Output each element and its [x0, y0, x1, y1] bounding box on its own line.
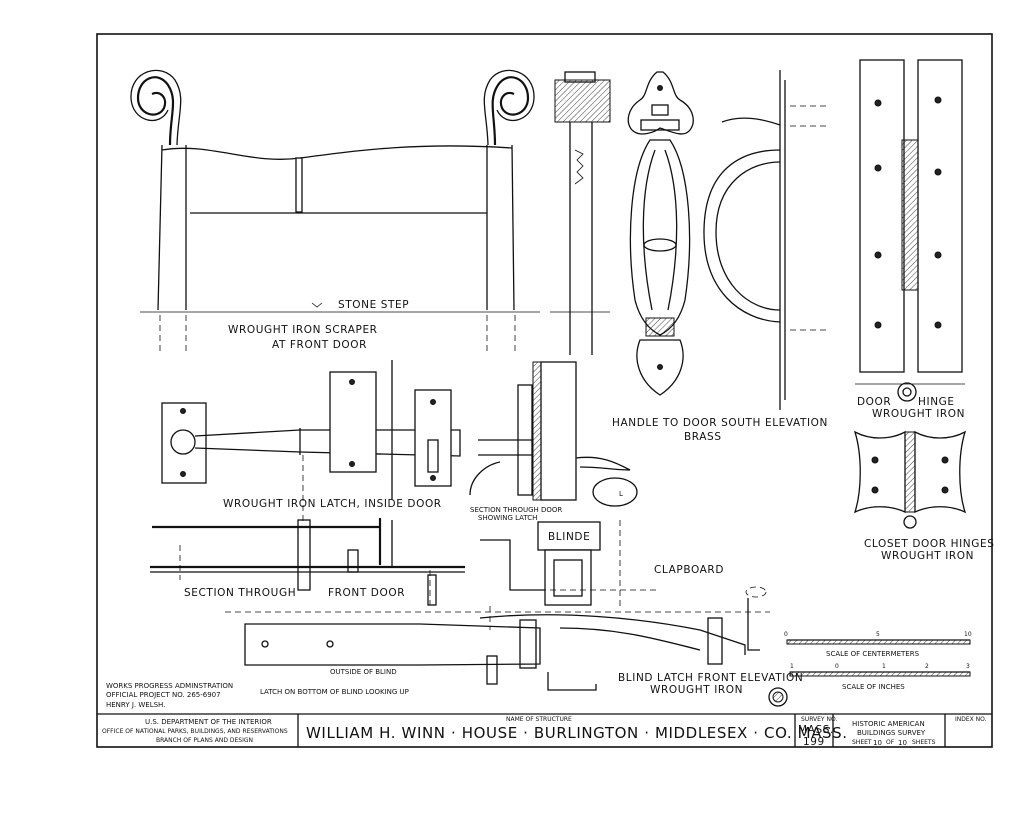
latch-section-drawing: L SECTION THROUGH DOOR SHOWING LATCH BLI… — [469, 361, 638, 551]
closet-hinges-drawing: CLOSET DOOR HINGES WROUGHT IRON — [853, 430, 994, 562]
scale-cm-tick-1: 5 — [876, 631, 880, 638]
scraper-drawing: STONE STEP WROUGHT IRON SCRAPER AT FRONT… — [130, 69, 540, 355]
title-block: U.S. DEPARTMENT OF THE INTERIOR OFFICE O… — [97, 713, 992, 748]
sheet-total: 10 — [898, 739, 907, 747]
closet-hinges-title: CLOSET DOOR HINGES — [864, 538, 994, 550]
agency-line-1: U.S. DEPARTMENT OF THE INTERIOR — [145, 718, 272, 726]
sheets-word: SHEETS — [912, 739, 936, 746]
habs-line-2: BUILDINGS SURVEY — [857, 729, 926, 737]
scraper-subtitle: AT FRONT DOOR — [272, 339, 367, 351]
scale-cm-tick-0: 0 — [784, 631, 788, 638]
habs-line-1: HISTORIC AMERICAN — [852, 720, 925, 728]
latch-drawing: WROUGHT IRON LATCH, INSIDE DOOR — [161, 360, 461, 525]
scraper-title: WROUGHT IRON SCRAPER — [228, 324, 378, 336]
credits: WORKS PROGRESS ADMINSTRATION OFFICIAL PR… — [106, 682, 233, 709]
credits-line-2: OFFICIAL PROJECT NO. 265-6907 — [106, 691, 221, 699]
handle-title: HANDLE TO DOOR SOUTH ELEVATION — [612, 417, 828, 429]
index-caption: INDEX NO. — [955, 716, 987, 723]
blind-bottom-label: LATCH ON BOTTOM OF BLIND LOOKING UP — [260, 688, 409, 696]
scale-cm: 0 5 10 SCALE OF CENTERMETERS — [784, 631, 972, 658]
scale-in-tick-4: 3 — [966, 663, 970, 670]
door-hinge-title-a: DOOR — [857, 396, 891, 408]
scale-cm-label: SCALE OF CENTERMETERS — [826, 650, 920, 658]
latch-title: WROUGHT IRON LATCH, INSIDE DOOR — [223, 498, 442, 510]
latch-section-subtitle: SHOWING LATCH — [478, 514, 537, 522]
section-door-title-a: SECTION THROUGH — [184, 587, 296, 599]
scale-in-label: SCALE OF INCHES — [842, 683, 905, 691]
outside-blind-label: OUTSIDE OF BLIND — [330, 668, 397, 676]
sheet-number: 10 — [873, 739, 882, 747]
agency-line-2: OFFICE OF NATIONAL PARKS, BUILDINGS, AND… — [102, 728, 288, 735]
blind-latch-drawing: CLAPBOARD OUTSIDE OF BLIND LATCH ON BOTT… — [225, 520, 803, 707]
credits-line-1: WORKS PROGRESS ADMINSTRATION — [106, 682, 233, 690]
section-door-title-b: FRONT DOOR — [328, 587, 405, 599]
scale-in-tick-0: 1 — [790, 663, 794, 670]
stone-step-label: STONE STEP — [338, 299, 409, 311]
scale-in-tick-2: 1 — [882, 663, 886, 670]
knob-letter: L — [619, 490, 623, 498]
survey-caption: SURVEY NO. — [801, 716, 837, 723]
scraper-side-view — [550, 71, 611, 355]
blinde-label: BLINDE — [548, 531, 590, 543]
closet-hinges-subtitle: WROUGHT IRON — [881, 550, 974, 562]
scale-cm-tick-2: 10 — [964, 631, 972, 638]
handle-subtitle: BRASS — [684, 431, 722, 443]
section-front-door-drawing: SECTION THROUGH FRONT DOOR — [150, 518, 465, 606]
blind-front-title: BLIND LATCH FRONT ELEVATION — [618, 672, 803, 684]
structure-name: WILLIAM H. WINN · HOUSE · BURLINGTON · M… — [306, 724, 848, 742]
door-hinge-title-b: HINGE — [918, 396, 955, 408]
clapboard-label: CLAPBOARD — [654, 564, 724, 576]
structure-caption: NAME OF STRUCTURE — [506, 716, 572, 723]
sheet-word: SHEET — [852, 739, 872, 746]
sheet-border — [96, 33, 993, 748]
survey-number: 199 — [803, 736, 825, 748]
credits-line-3: HENRY J. WELSH. — [106, 701, 165, 709]
agency-line-3: BRANCH OF PLANS AND DESIGN — [156, 737, 253, 744]
sheet-of: OF — [886, 739, 895, 746]
latch-section-title: SECTION THROUGH DOOR — [470, 506, 562, 514]
handle-drawing: HANDLE TO DOOR SOUTH ELEVATION BRASS — [612, 70, 830, 443]
blind-front-subtitle: WROUGHT IRON — [650, 684, 743, 696]
door-hinge-subtitle: WROUGHT IRON — [872, 408, 965, 420]
survey-state: MASS. — [798, 724, 834, 736]
scale-inches: 1 0 1 2 3 SCALE OF INCHES — [789, 663, 971, 691]
door-hinge-drawing: DOOR HINGE WROUGHT IRON — [855, 59, 965, 420]
scale-in-tick-1: 0 — [835, 663, 839, 670]
scale-in-tick-3: 2 — [925, 663, 929, 670]
